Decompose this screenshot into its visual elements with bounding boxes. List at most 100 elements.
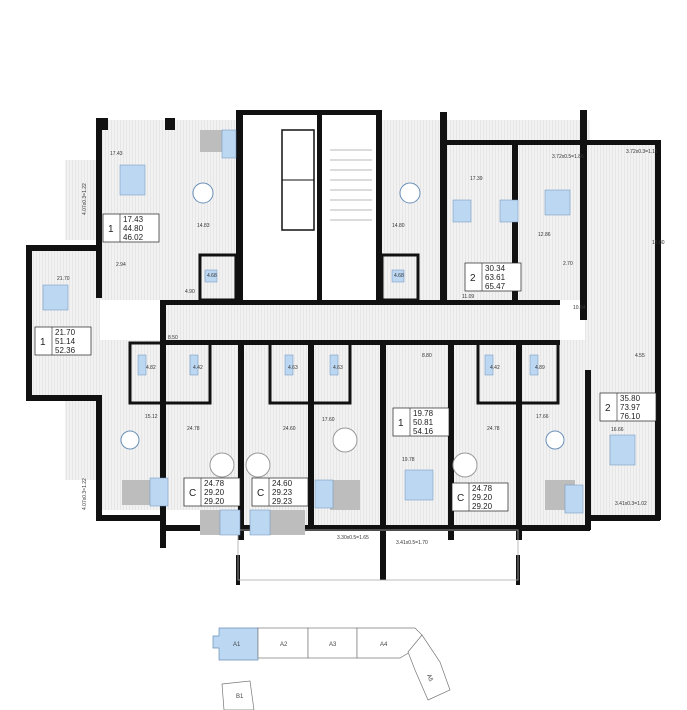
- room-area-label: 17.66: [536, 414, 549, 420]
- unit-labels: 117.4344.8046.02121.7051.1452.36230.3463…: [34, 213, 657, 512]
- dining-table-icon: [192, 182, 214, 204]
- room-area-label: 4.07x0.3=1.22: [82, 183, 88, 215]
- living-area: 24.78: [472, 484, 493, 493]
- total-area-with-balcony: 29.20: [472, 502, 493, 511]
- total-area: 51.14: [55, 337, 76, 346]
- total-area: 29.20: [472, 493, 493, 502]
- total-area-with-balcony: 52.36: [55, 346, 76, 355]
- key-label-a2: A2: [280, 642, 288, 648]
- room-area-label: 2.94: [116, 262, 126, 268]
- room-area-label: 4.63: [288, 365, 298, 371]
- walls: [26, 110, 661, 585]
- room-area-label: 3.72x0.3=1.11: [626, 149, 658, 155]
- room-area-label: 16.66: [611, 427, 624, 433]
- total-area: 29.23: [272, 488, 293, 497]
- room-area-label: 3.41x0.3=1.02: [615, 501, 647, 507]
- living-area: 17.43: [123, 215, 144, 224]
- room-area-label: 8.80: [422, 353, 432, 359]
- room-area-label: 14.83: [197, 223, 210, 229]
- unit-type: 2: [605, 403, 611, 414]
- dining-table-icon: [209, 452, 235, 478]
- room-area-label: 4.89: [535, 365, 545, 371]
- room-area-label: 4.63: [333, 365, 343, 371]
- room-area-label: 3.30x0.5=1.65: [337, 535, 369, 541]
- total-area: 50.81: [413, 418, 434, 427]
- sofa-icon: [314, 479, 334, 509]
- total-area-with-balcony: 54.16: [413, 427, 434, 436]
- total-area-with-balcony: 65.47: [485, 282, 506, 291]
- total-area: 73.97: [620, 403, 641, 412]
- room-area-label: 3.72x0.5=1.86: [552, 154, 584, 160]
- sofa-icon: [221, 129, 237, 159]
- room-area-label: 24.78: [487, 426, 500, 432]
- room-area-label: 8.50: [168, 335, 178, 341]
- key-label-a5: A5: [425, 674, 433, 684]
- bed-icon: [42, 284, 69, 311]
- room-area-label: 10.84: [573, 305, 586, 311]
- unit-type: 1: [108, 224, 114, 235]
- sofa-icon: [219, 509, 241, 536]
- living-area: 35.80: [620, 394, 641, 403]
- sofa-icon: [249, 509, 271, 536]
- room-area-label: 17.39: [470, 176, 483, 182]
- room-area-label: 11.09: [462, 294, 474, 300]
- total-area-with-balcony: 29.20: [204, 497, 225, 506]
- room-area-label: 14.80: [392, 223, 405, 229]
- bed-icon: [609, 434, 636, 466]
- dining-table-icon: [120, 430, 140, 450]
- living-area: 30.34: [485, 264, 506, 273]
- key-section-a3[interactable]: [307, 627, 358, 659]
- key-section-a5[interactable]: [407, 634, 451, 701]
- unit-type: C: [457, 493, 464, 504]
- room-area-label: 15.12: [145, 414, 158, 420]
- key-section-b1[interactable]: [221, 680, 255, 710]
- room-area-label: 12.86: [538, 232, 551, 238]
- room-area-label: 17.60: [322, 417, 335, 423]
- room-area-label: 2.70: [563, 261, 573, 267]
- unit-type: C: [189, 488, 196, 499]
- living-area: 19.78: [413, 409, 434, 418]
- room-area-label: 3.41x0.5=1.70: [396, 540, 428, 546]
- room-area-label: 4.42: [490, 365, 500, 371]
- total-area-with-balcony: 29.23: [272, 497, 293, 506]
- total-area: 63.61: [485, 273, 506, 282]
- living-area: 21.70: [55, 328, 76, 337]
- unit-type: C: [257, 488, 264, 499]
- sofa-icon: [564, 484, 584, 514]
- dining-table-icon: [452, 452, 478, 478]
- unit-type: 1: [40, 337, 46, 348]
- dining-table-icon: [245, 452, 271, 478]
- room-area-label: 19.78: [402, 457, 415, 463]
- key-label-a3: A3: [329, 642, 337, 648]
- room-area-label: 15.80: [652, 240, 665, 246]
- dining-table-icon: [545, 430, 565, 450]
- living-area: 24.60: [272, 479, 293, 488]
- total-area-with-balcony: 76.10: [620, 412, 641, 421]
- furniture: [42, 129, 636, 536]
- room-area-label: 21.70: [57, 276, 70, 282]
- bed-icon: [119, 164, 146, 196]
- key-section-a2[interactable]: [257, 627, 309, 659]
- room-area-label: 24.78: [187, 426, 200, 432]
- room-area-label: 4.55: [635, 353, 645, 359]
- dining-table-icon: [332, 427, 358, 453]
- living-area: 24.78: [204, 479, 225, 488]
- room-area-label: 4.82: [146, 365, 156, 371]
- total-area: 29.20: [204, 488, 225, 497]
- room-area-label: 4.90: [185, 289, 195, 295]
- room-area-label: 4.42: [193, 365, 203, 371]
- key-label-a1: A1: [233, 642, 241, 648]
- total-area: 44.80: [123, 224, 144, 233]
- room-area-label: 4.07x0.3=1.22: [82, 478, 88, 510]
